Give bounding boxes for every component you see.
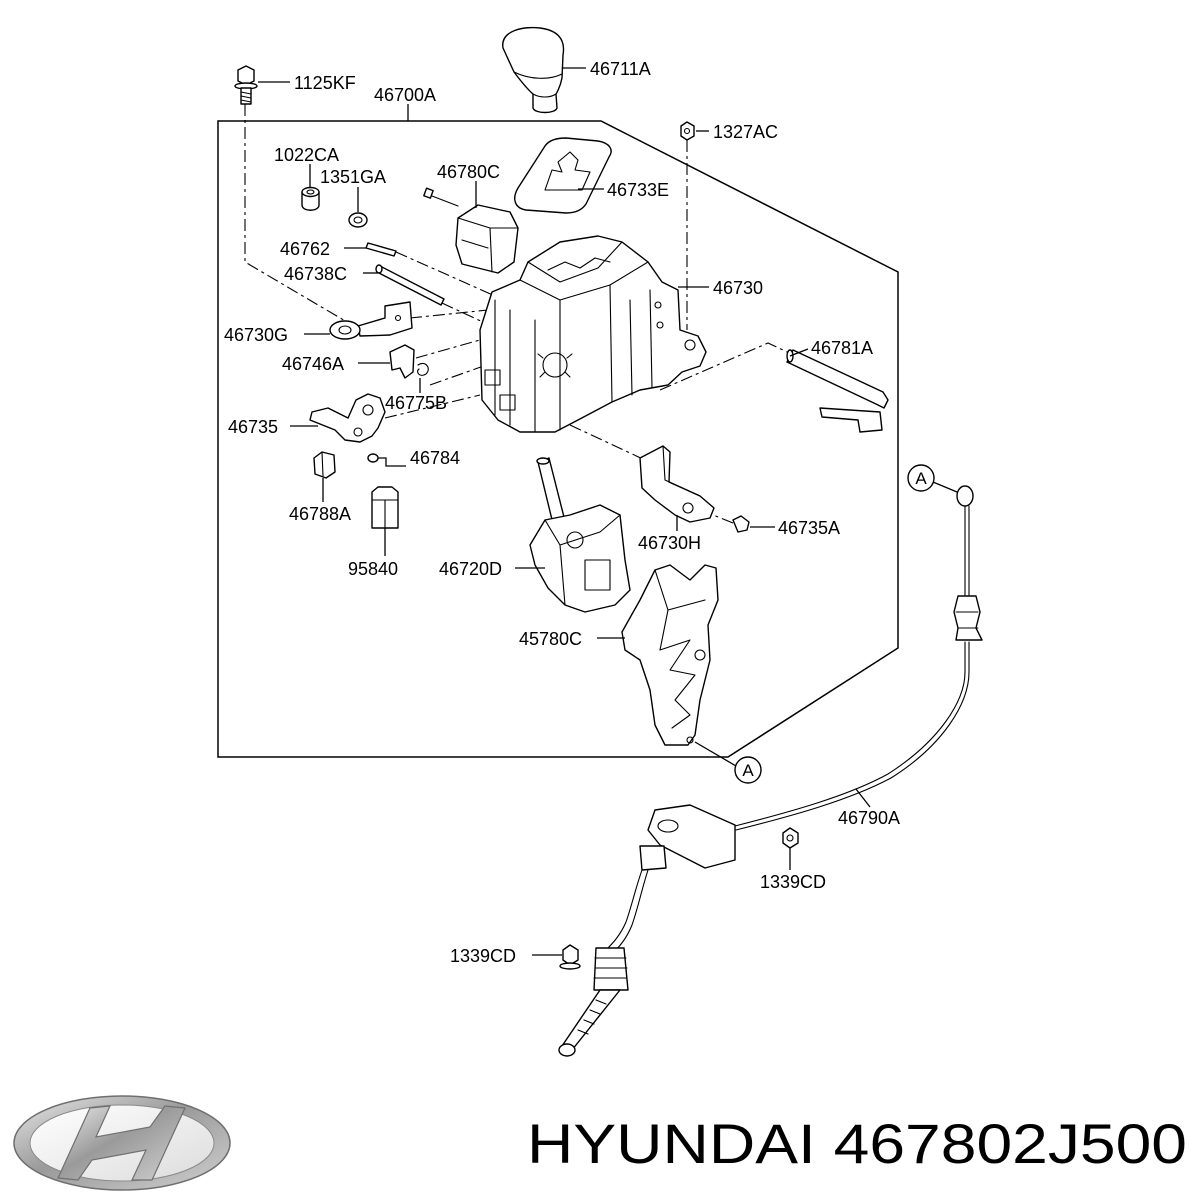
- lever-assembly-46720D: [529, 457, 631, 613]
- reference-marker-label: A: [742, 761, 754, 780]
- callout-1327AC: 1327AC: [713, 122, 778, 142]
- callout-46781A: 46781A: [811, 338, 873, 358]
- callout-45780C: 45780C: [519, 629, 582, 649]
- callout-46711A: 46711A: [590, 59, 651, 79]
- plate-45780C: [621, 564, 719, 746]
- callout-46775B: 46775B: [385, 393, 447, 413]
- callout-46700A: 46700A: [374, 85, 436, 105]
- callout-46720D: 46720D: [439, 559, 502, 579]
- reference-marker-label: A: [915, 469, 927, 488]
- screw-46735A: [732, 515, 750, 533]
- cable-46790A: [558, 485, 983, 1057]
- reference-marker-upper: A: [907, 464, 935, 492]
- bracket-46780C: [423, 187, 519, 274]
- assembly-frame: [217, 120, 899, 758]
- callout-46790A: 46790A: [838, 808, 900, 828]
- callout-46730: 46730: [713, 278, 763, 298]
- callout-46746A: 46746A: [282, 354, 344, 374]
- hyundai-logo-icon: [13, 1095, 231, 1191]
- nut-1022CA: [301, 186, 320, 211]
- indicator-plate-46733E: [514, 137, 612, 214]
- nut-1339CD-upper: [782, 827, 799, 849]
- reference-marker-lower: A: [734, 756, 762, 784]
- bracket-46730H: [639, 445, 715, 523]
- callout-46738C: 46738C: [284, 264, 347, 284]
- part-caption: HYUNDAI 467802J500: [527, 1112, 1187, 1175]
- callout-1339CD-lower: 1339CD: [450, 946, 516, 966]
- callout-1339CD-upper: 1339CD: [760, 872, 826, 892]
- clip-46775B: [417, 362, 429, 376]
- block-46788A: [313, 451, 336, 479]
- lever-46735: [309, 393, 386, 443]
- washer-1351GA: [348, 212, 368, 228]
- nut-1339CD-lower: [559, 944, 581, 970]
- callout-46780C: 46780C: [437, 162, 500, 182]
- bracket-46746A: [389, 344, 415, 379]
- callout-46784: 46784: [410, 448, 460, 468]
- construction-lines: [244, 104, 801, 524]
- callout-1022CA: 1022CA: [274, 145, 339, 165]
- callout-95840: 95840: [348, 559, 398, 579]
- callout-46730H: 46730H: [638, 533, 701, 553]
- callout-1351GA: 1351GA: [320, 167, 386, 187]
- shift-knob-46711A: [502, 26, 565, 114]
- bolt-1125KF: [234, 65, 258, 105]
- callout-1125KF: 1125KF: [294, 73, 356, 93]
- callout-46730G: 46730G: [224, 325, 288, 345]
- callout-46735: 46735: [228, 417, 278, 437]
- shift-lever-body-46730: [479, 235, 707, 433]
- callout-46762: 46762: [280, 239, 330, 259]
- bracket-46730G: [329, 301, 413, 340]
- connector-95840: [371, 486, 399, 529]
- pin-46738C: [375, 264, 445, 306]
- pin-46784: [367, 453, 379, 463]
- callout-46788A: 46788A: [289, 504, 351, 524]
- leader-lines: [258, 67, 958, 956]
- callout-46733E: 46733E: [607, 180, 669, 200]
- rod-46781A: [786, 349, 889, 433]
- pin-46762: [365, 242, 397, 257]
- nut-1327AC: [680, 121, 695, 141]
- callout-46735A: 46735A: [778, 518, 840, 538]
- callout-labels: 1125KF 46700A 46711A 1327AC 1022CA 1351G…: [224, 59, 900, 966]
